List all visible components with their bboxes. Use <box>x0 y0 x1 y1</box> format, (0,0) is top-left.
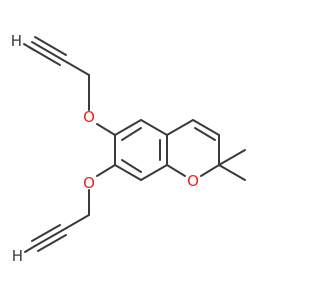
upper-propargyl-chain <box>23 36 116 136</box>
pyran-ring <box>166 119 220 177</box>
ring-double-bond-inner-1 <box>121 127 142 141</box>
alkyne-triple-bond-upper-a <box>31 41 64 61</box>
pyran-bond-o-c8a <box>166 164 186 177</box>
ring-bond-2 <box>140 119 168 136</box>
ring-bond-1 <box>114 119 142 136</box>
pyran-bond-c4a-c4 <box>166 119 194 136</box>
ring-double-bond-inner-3 <box>121 159 142 173</box>
o-aryl-bond-upper <box>96 123 116 136</box>
alkyne-triple-bond-upper-c <box>28 46 61 66</box>
lower-propargyl-chain <box>24 164 116 253</box>
ch2-bond-upper <box>62 59 90 76</box>
ch2-bond-lower <box>62 214 90 231</box>
alkyne-triple-bond-lower-b <box>31 224 61 242</box>
o-aryl-bond-lower <box>96 164 116 177</box>
ring-bond-4 <box>140 164 168 181</box>
oxygen-label-ring: O <box>187 172 199 190</box>
molecule-structure-diagram: O O O H H <box>11 32 246 265</box>
alkyne-triple-bond-lower-c <box>37 234 67 252</box>
alkyne-h-bond-lower <box>24 245 36 253</box>
oxygen-label-lower: O <box>83 174 95 192</box>
methyl-bond-1 <box>218 149 246 166</box>
hydrogen-label-upper: H <box>11 32 22 50</box>
alkyne-triple-bond-lower-a <box>34 229 64 247</box>
alkyne-triple-bond-upper-b <box>34 36 67 56</box>
oxygen-label-upper: O <box>83 108 95 126</box>
pyran-bond-c4-c3 <box>192 119 220 136</box>
pyran-double-bond-c3-c4 <box>194 127 216 141</box>
benzene-ring <box>114 119 168 181</box>
pyran-bond-c2-o <box>200 164 220 177</box>
methyl-bond-2 <box>218 164 246 181</box>
hydrogen-label-lower: H <box>12 247 23 265</box>
ring-bond-5 <box>114 164 142 181</box>
gem-dimethyl <box>218 149 246 181</box>
